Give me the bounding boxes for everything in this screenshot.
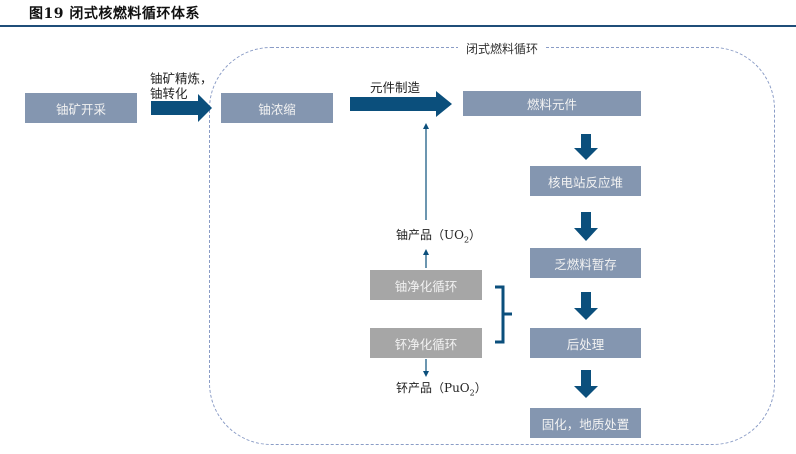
node-uranium-purification: 铀净化循环 — [370, 270, 482, 300]
title-rule — [0, 25, 796, 27]
plutonium-product-subscript: 2 — [469, 388, 475, 398]
node-reactor: 核电站反应堆 — [530, 166, 641, 196]
label-fabrication: 元件制造 — [370, 80, 421, 95]
arrowhead-plutonium-product — [423, 371, 429, 377]
node-fuel-element: 燃料元件 — [463, 91, 641, 116]
node-reprocessing: 后处理 — [530, 328, 641, 358]
label-refining-line2: 铀转化 — [150, 86, 188, 101]
arrow-mining-to-enrichment — [151, 94, 212, 122]
node-uranium-mining: 铀矿开采 — [25, 93, 137, 123]
figure-title: 图19 闭式核燃料循环体系 — [29, 6, 200, 22]
bracket-reprocessing-split — [495, 285, 512, 344]
uranium-product-close: ） — [469, 228, 482, 242]
arrow-reactor-to-spent-fuel — [574, 212, 598, 241]
arrow-reprocessing-to-disposal — [574, 370, 598, 398]
arrow-spent-fuel-to-reprocessing — [574, 292, 598, 320]
node-spent-fuel-storage: 乏燃料暂存 — [530, 248, 641, 278]
closed-cycle-label: 闭式燃料循环 — [458, 40, 547, 57]
arrowhead-uranium-product — [423, 249, 429, 255]
plutonium-product-close: ） — [474, 381, 487, 395]
label-refining-line1: 铀矿精炼， — [150, 71, 213, 86]
uranium-product-subscript: 2 — [463, 235, 470, 245]
node-disposal: 固化，地质处置 — [530, 408, 641, 438]
label-uranium-product: 铀产品（UO2） — [396, 226, 481, 244]
uranium-product-text: 铀产品（UO — [396, 228, 464, 242]
arrowhead-to-fabrication — [423, 123, 429, 129]
arrow-enrichment-to-fuel-element — [350, 91, 452, 117]
node-uranium-enrichment: 铀浓缩 — [221, 93, 333, 123]
node-plutonium-purification: 钚净化循环 — [370, 328, 482, 358]
plutonium-product-text: 钚产品（PuO — [396, 381, 470, 395]
arrow-fuel-to-reactor — [574, 134, 598, 160]
label-plutonium-product: 钚产品（PuO2） — [396, 379, 487, 397]
